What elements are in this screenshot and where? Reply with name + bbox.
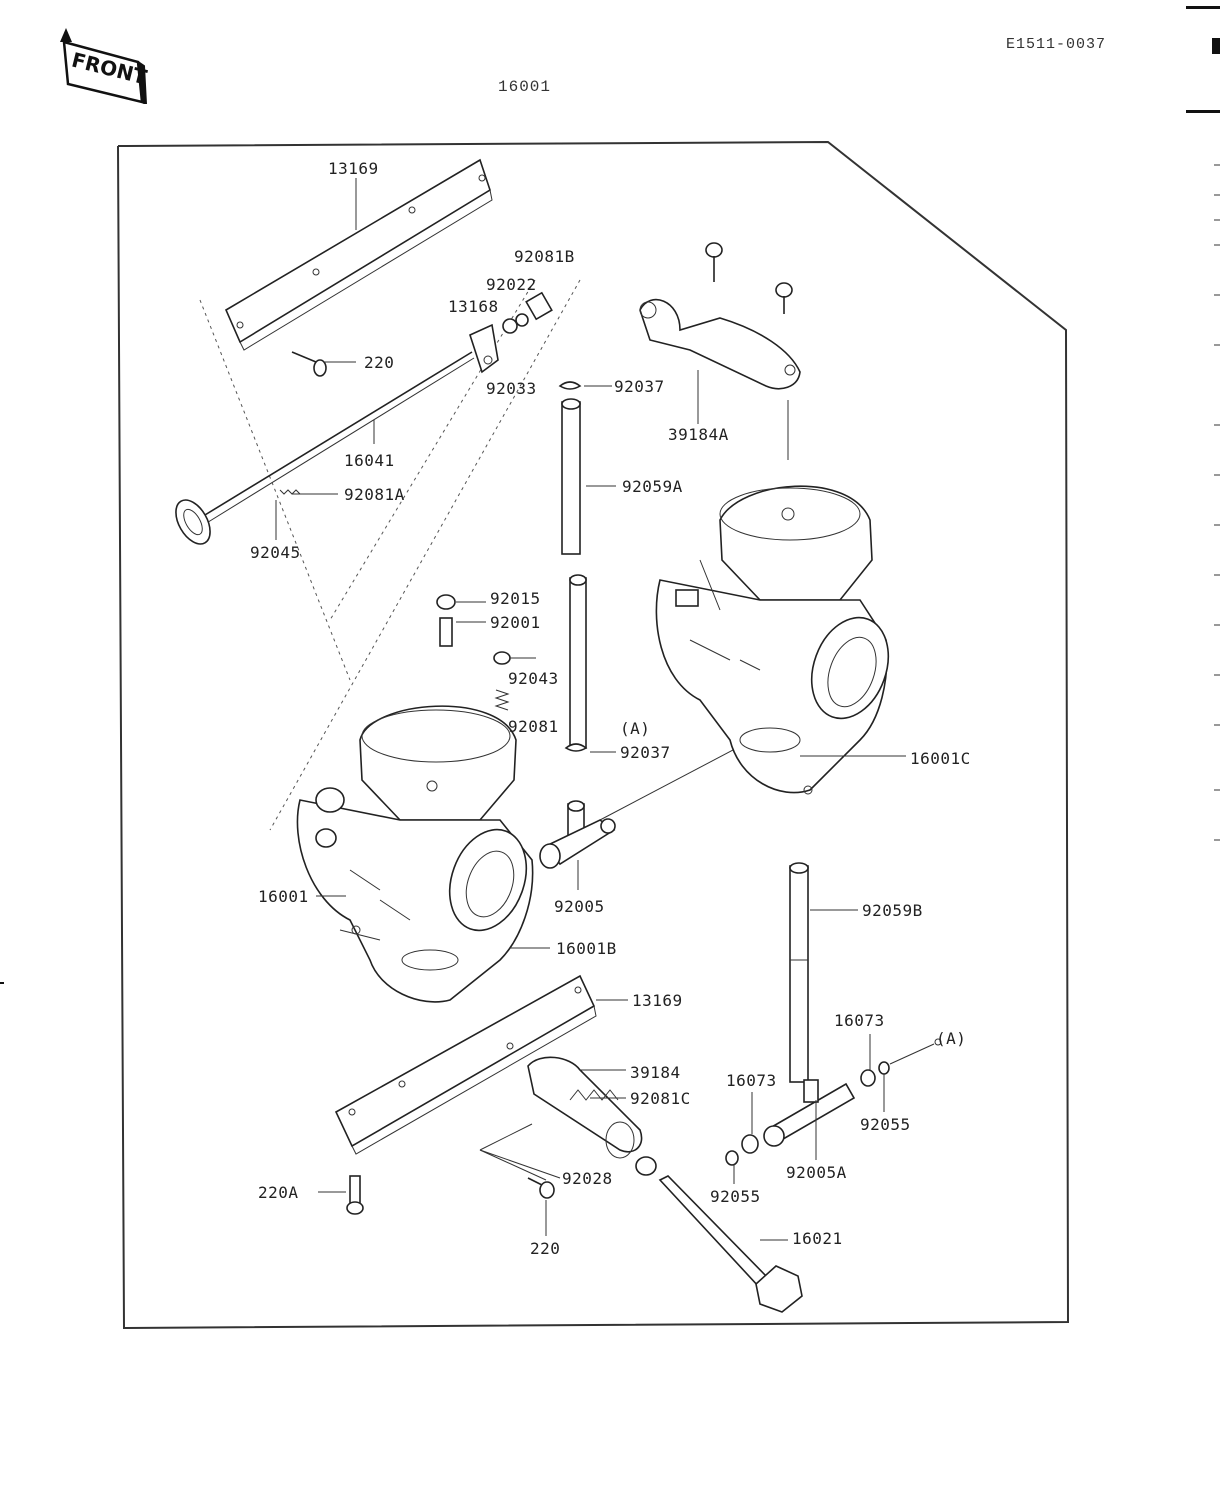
screw-220-upper (291, 351, 327, 377)
bracket-39184 (527, 1056, 643, 1159)
jet-parts-stack (436, 594, 511, 711)
label-92081a: 92081A (344, 485, 405, 504)
left-edge-tick (0, 982, 4, 984)
spring-92045 (279, 489, 301, 495)
bolt-220a (346, 1175, 364, 1215)
label-220-lower: 220 (530, 1239, 560, 1258)
label-a-lower: (A) (936, 1029, 966, 1048)
label-13169-lower: 13169 (632, 991, 683, 1010)
margin-ticks (1214, 164, 1220, 841)
label-92005: 92005 (554, 897, 605, 916)
carburetor-16001c (655, 485, 890, 795)
label-92043: 92043 (508, 669, 559, 688)
fitting-92005a (725, 1038, 942, 1166)
label-92059a: 92059A (622, 477, 683, 496)
label-13169-upper: 13169 (328, 159, 379, 178)
tube-92059a (561, 398, 587, 749)
bracket-39184a (639, 242, 801, 390)
label-13168: 13168 (448, 297, 499, 316)
label-16073-left: 16073 (726, 1071, 777, 1090)
label-92081c: 92081C (630, 1089, 691, 1108)
label-92037-lower: 92037 (620, 743, 671, 762)
label-92033: 92033 (486, 379, 537, 398)
diagram-frame (117, 140, 1070, 1330)
label-92037-upper: 92037 (614, 377, 665, 396)
part-labels: 13169 92081B 92022 13168 220 92033 92037… (250, 159, 971, 1258)
label-92059b: 92059B (862, 901, 923, 920)
label-16001c: 16001C (910, 749, 971, 768)
label-39184: 39184 (630, 1063, 681, 1082)
label-a-upper: (A) (620, 719, 650, 738)
label-16001: 16001 (258, 887, 309, 906)
clips-92037 (558, 381, 588, 752)
fitting-92005 (539, 800, 616, 869)
label-92001: 92001 (490, 613, 541, 632)
label-92028: 92028 (562, 1169, 613, 1188)
label-92055-right: 92055 (860, 1115, 911, 1134)
screw-220-lower (527, 1177, 555, 1199)
carburetor-16001 (296, 705, 534, 1003)
label-92045: 92045 (250, 543, 301, 562)
label-16041: 16041 (344, 451, 395, 470)
bracket-13169-upper (224, 158, 493, 351)
margin-tab (1212, 38, 1220, 54)
label-220-upper: 220 (364, 353, 394, 372)
label-16001b: 16001B (556, 939, 617, 958)
margin-bar-mid (1186, 110, 1220, 113)
leader-lines (275, 178, 935, 1241)
front-direction-badge: FRONT (60, 28, 148, 104)
assembly-number: 16001 (498, 78, 552, 96)
label-92081: 92081 (508, 717, 559, 736)
label-92015: 92015 (490, 589, 541, 608)
label-92055-left: 92055 (710, 1187, 761, 1206)
shaft-16041 (175, 351, 475, 545)
label-92022: 92022 (486, 275, 537, 294)
label-220a: 220A (258, 1183, 299, 1202)
margin-bar-top (1186, 6, 1220, 9)
label-92081b: 92081B (514, 247, 575, 266)
document-code: E1511-0037 (1006, 36, 1107, 53)
lever-13168 (469, 291, 553, 374)
label-92005a: 92005A (786, 1163, 847, 1182)
label-16073-right: 16073 (834, 1011, 885, 1030)
adjuster-16021 (635, 1156, 803, 1313)
bracket-13169-lower (334, 974, 597, 1155)
tube-92059b (789, 862, 809, 1083)
label-39184a: 39184A (668, 425, 729, 444)
label-16021: 16021 (792, 1229, 843, 1248)
